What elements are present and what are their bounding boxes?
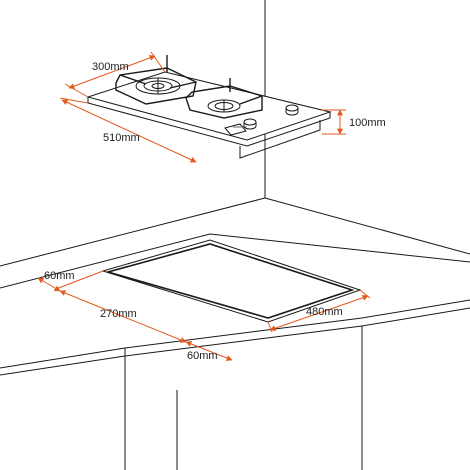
pan-support-large-arm-2 — [169, 81, 197, 89]
dim-front-margin-label: 60mm — [44, 270, 75, 282]
pan-support-small-arm-2 — [239, 95, 263, 105]
knob-2 — [243, 118, 257, 130]
countertop — [0, 233, 470, 376]
knob-1-body — [285, 108, 299, 116]
dim-hob-width-ext-1 — [59, 97, 89, 104]
dim-hob-depth-ext-2 — [150, 51, 166, 73]
cabinets — [124, 326, 363, 470]
dim-side-margin-label: 60mm — [187, 350, 218, 362]
dim-hob-width-line — [61, 99, 197, 163]
dim-hob-depth-line — [68, 55, 156, 89]
countertop-lower-edge-right — [361, 307, 470, 327]
dim-hob-width-label: 510mm — [103, 132, 140, 144]
wall-floor-line-right — [264, 197, 470, 255]
dim-cutout-width-label: 480mm — [306, 306, 343, 318]
dim-cutout-width-ext-1 — [267, 321, 273, 333]
dim-hob-depth-label: 300mm — [92, 61, 129, 73]
dim-cutout-width-line — [269, 294, 369, 332]
knob-2-body — [243, 122, 257, 130]
countertop-lower-edge-left — [0, 355, 126, 376]
hob-brand-label: Bunnex — [233, 124, 247, 129]
dim-hob-height-label: 100mm — [349, 117, 386, 129]
dim-hob-depth-ext-1 — [64, 83, 89, 98]
cutout-inner-edge — [105, 243, 355, 319]
dimension-lines — [37, 51, 371, 361]
dim-side-margin-line — [185, 341, 233, 361]
knob-1 — [285, 104, 299, 116]
wall-floor-line-left — [0, 197, 266, 267]
dim-cutout-depth-line — [59, 290, 187, 343]
dim-cutout-width-ext-2 — [359, 289, 371, 299]
knob-1-top — [285, 104, 299, 112]
burner-small — [207, 99, 241, 113]
control-panel-strip — [224, 123, 247, 136]
dim-cutout-depth-label: 270mm — [100, 308, 137, 320]
countertop-lower-edge-mid — [124, 325, 363, 357]
countertop-front-edge — [0, 299, 470, 369]
dim-cutout-depth-ext-1 — [55, 270, 104, 290]
countertop-back-edge — [0, 233, 470, 289]
